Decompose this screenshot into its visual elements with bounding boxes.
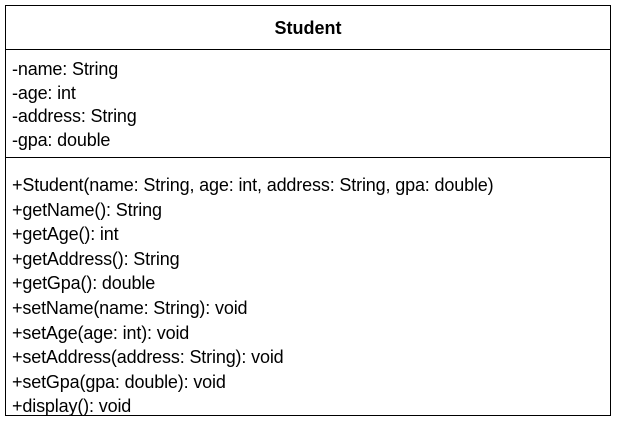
class-name: Student [274, 17, 342, 38]
method-display: +display(): void [12, 396, 132, 417]
method-get-gpa: +getGpa(): double [12, 273, 156, 294]
class-header: Student [6, 6, 610, 50]
method-get-name: +getName(): String [12, 199, 162, 220]
method-set-gpa: +setGpa(gpa: double): void [12, 371, 226, 392]
attribute-gpa: -gpa: double [12, 129, 111, 150]
attribute-address: -address: String [12, 106, 137, 126]
method-constructor: +Student(name: String, age: int, address… [12, 175, 494, 195]
method-set-address: +setAddress(address: String): void [12, 347, 284, 368]
attribute-name: -name: String [12, 59, 119, 79]
method-set-name: +setName(name: String): void [12, 297, 248, 318]
method-get-address: +getAddress(): String [12, 248, 180, 269]
methods-compartment: +Student(name: String, age: int, address… [6, 158, 610, 416]
attribute-age: -age: int [12, 82, 76, 103]
method-set-age: +setAge(age: int): void [12, 322, 190, 343]
method-get-age: +getAge(): int [12, 224, 119, 245]
attributes-compartment: -name: String -age: int -address: String… [6, 50, 610, 158]
uml-class-box: Student -name: String -age: int -address… [5, 5, 611, 416]
